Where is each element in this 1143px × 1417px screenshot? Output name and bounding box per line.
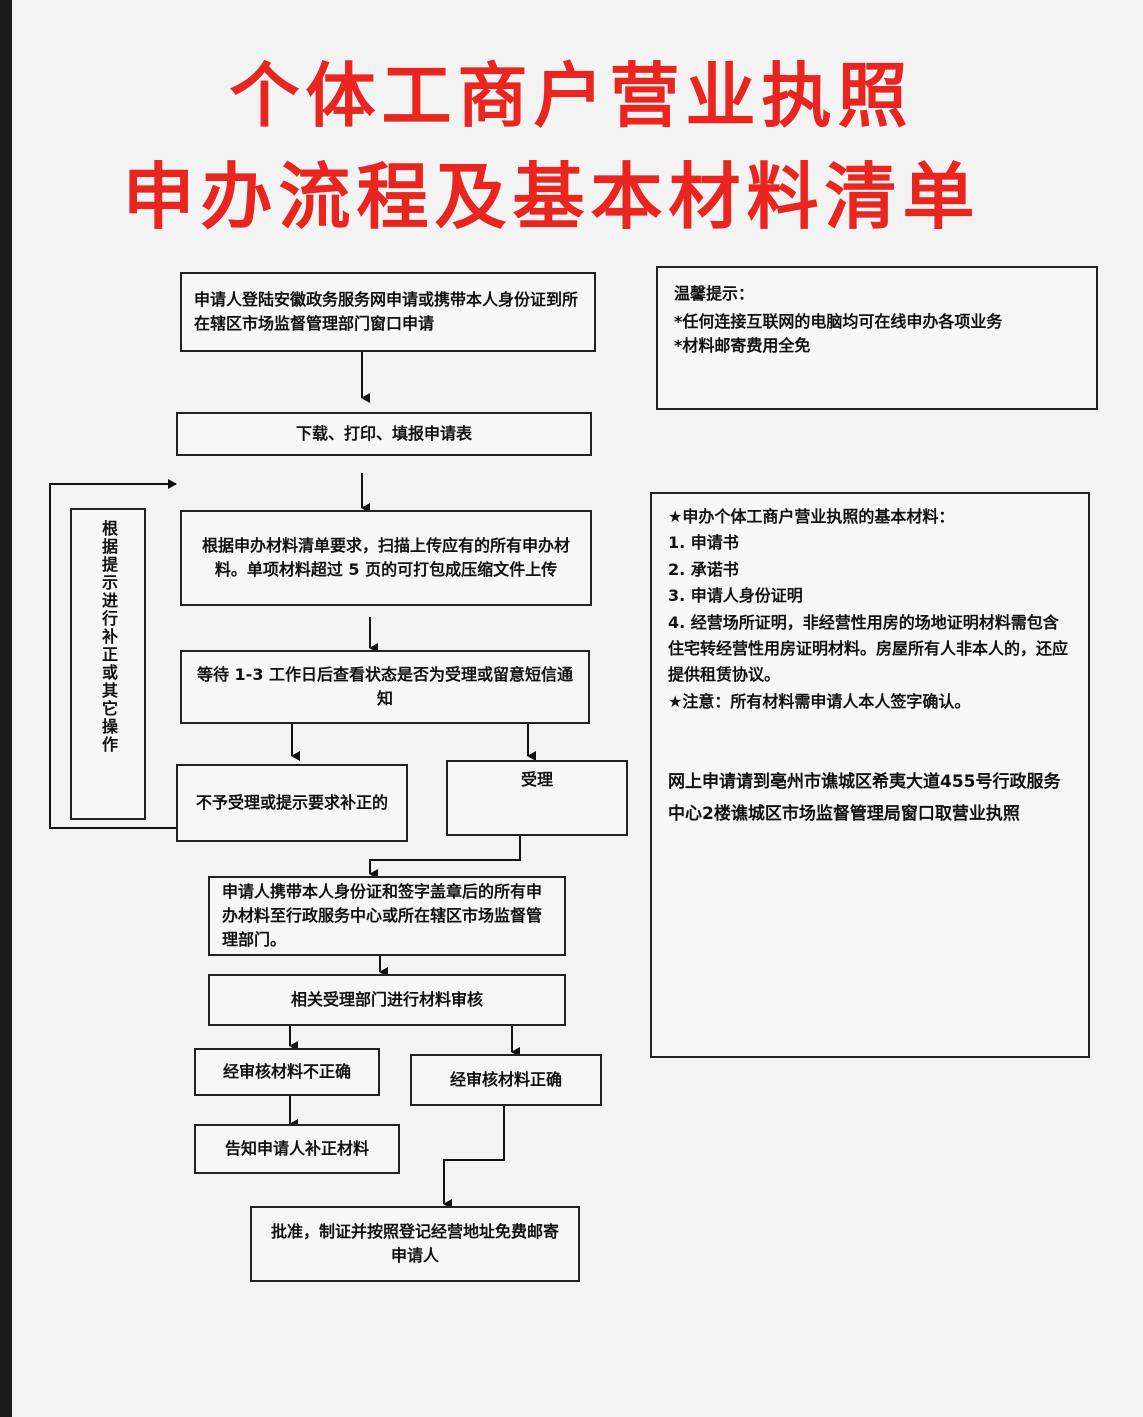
flow-step-review: 相关受理部门进行材料审核 <box>208 974 566 1026</box>
flow-step-wait-text: 等待 1-3 工作日后查看状态是否为受理或留意短信通知 <box>196 665 574 708</box>
flow-step-upload-text: 根据申办材料清单要求，扫描上传应有的所有申办材料。单项材料超过 5 页的可打包成… <box>201 536 570 579</box>
materials-note: ★注意：所有材料需申请人本人签字确认。 <box>668 691 971 711</box>
flow-step-reject: 不予受理或提示要求补正的 <box>176 764 408 842</box>
loop-note-box: 根据提示进行补正或其它操作 <box>70 508 146 820</box>
flow-step-notify-text: 告知申请人补正材料 <box>224 1139 369 1158</box>
flow-step-submit: 申请人携带本人身份证和签字盖章后的所有申办材料至行政服务中心或所在辖区市场监督管… <box>208 876 566 956</box>
tips-box: 温馨提示： *任何连接互联网的电脑均可在线申办各项业务 *材料邮寄费用全免 <box>656 266 1098 410</box>
tips-item-1: *任何连接互联网的电脑均可在线申办各项业务 <box>674 312 1003 331</box>
flow-step-incorrect: 经审核材料不正确 <box>194 1048 380 1096</box>
title-line-2: 申办流程及基本材料清单 <box>122 155 981 239</box>
flow-step-apply-text: 申请人登陆安徽政务服务网申请或携带本人身份证到所在辖区市场监督管理部门窗口申请 <box>194 290 579 333</box>
flow-step-incorrect-text: 经审核材料不正确 <box>222 1062 351 1081</box>
flow-step-download: 下载、打印、填报申请表 <box>176 412 592 456</box>
materials-box: ★申办个体工商户营业执照的基本材料： 1. 申请书 2. 承诺书 3. 申请人身… <box>650 492 1090 1058</box>
loop-note-text: 根据提示进行补正或其它操作 <box>99 520 118 754</box>
flow-step-approve-text: 批准，制证并按照登记经营地址免费邮寄申请人 <box>270 1222 559 1265</box>
materials-item-3: 3. 申请人身份证明 <box>668 586 803 606</box>
flow-step-download-text: 下载、打印、填报申请表 <box>295 424 472 443</box>
flow-step-upload: 根据申办材料清单要求，扫描上传应有的所有申办材料。单项材料超过 5 页的可打包成… <box>180 510 592 606</box>
loop-back-line <box>49 479 177 829</box>
flow-step-correct-text: 经审核材料正确 <box>449 1070 562 1089</box>
tips-item-2: *材料邮寄费用全免 <box>674 336 811 355</box>
tips-heading: 温馨提示： <box>674 284 755 303</box>
flow-step-review-text: 相关受理部门进行材料审核 <box>290 990 483 1009</box>
flow-step-correct: 经审核材料正确 <box>410 1054 602 1106</box>
materials-item-4: 4. 经营场所证明，非经营性用房的场地证明材料需包含住宅转经营性用房证明材料。房… <box>668 612 1069 685</box>
materials-item-2: 2. 承诺书 <box>668 559 739 579</box>
flow-step-accept-text: 受理 <box>520 770 553 789</box>
materials-item-1: 1. 申请书 <box>668 533 739 553</box>
flow-step-wait: 等待 1-3 工作日后查看状态是否为受理或留意短信通知 <box>180 650 590 724</box>
correct-to-approve-line <box>443 1104 505 1209</box>
flow-step-submit-text: 申请人携带本人身份证和签字盖章后的所有申办材料至行政服务中心或所在辖区市场监督管… <box>222 882 543 949</box>
title-line-1: 个体工商户营业执照 <box>229 55 914 137</box>
flow-step-approve: 批准，制证并按照登记经营地址免费邮寄申请人 <box>250 1206 580 1282</box>
flow-step-apply: 申请人登陆安徽政务服务网申请或携带本人身份证到所在辖区市场监督管理部门窗口申请 <box>180 272 596 352</box>
flow-step-reject-text: 不予受理或提示要求补正的 <box>195 793 388 812</box>
flow-step-accept: 受理 <box>446 760 628 836</box>
accept-to-step5-line <box>369 836 521 879</box>
materials-heading: ★申办个体工商户营业执照的基本材料： <box>668 507 955 526</box>
flow-step-notify: 告知申请人补正材料 <box>194 1124 400 1174</box>
pickup-info: 网上申请请到亳州市谯城区希夷大道455号行政服务中心2楼谯城区市场监督管理局窗口… <box>668 772 1061 824</box>
photo-left-edge <box>0 0 12 1417</box>
